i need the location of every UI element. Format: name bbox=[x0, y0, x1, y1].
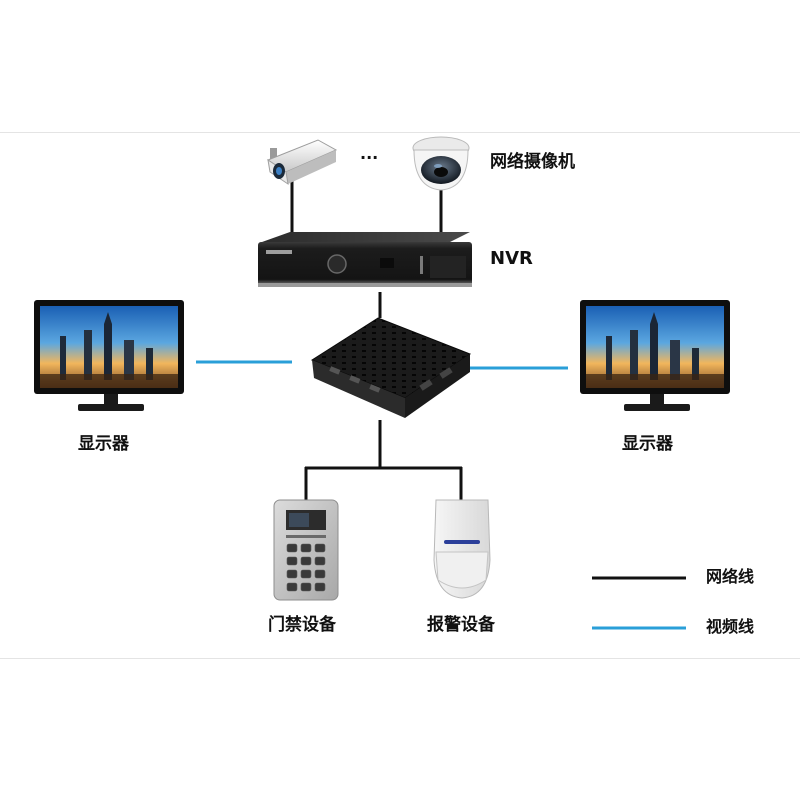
ip-camera-label: 网络摄像机 bbox=[490, 152, 575, 172]
monitor-right-label: 显示器 bbox=[622, 434, 673, 454]
top-divider bbox=[0, 132, 800, 133]
monitor-left-icon bbox=[34, 300, 184, 411]
access-control-panel-icon bbox=[273, 499, 339, 601]
network-line-switch-devices bbox=[304, 420, 463, 500]
network-switch-icon bbox=[310, 317, 472, 418]
ellipsis-label: ··· bbox=[360, 148, 379, 167]
legend-video-line-label: 视频线 bbox=[706, 617, 755, 636]
legend-network-line-label: 网络线 bbox=[706, 567, 755, 586]
alarm-device-label: 报警设备 bbox=[427, 615, 495, 635]
monitor-left-label: 显示器 bbox=[78, 434, 129, 454]
monitor-right-icon bbox=[580, 300, 730, 411]
bottom-divider bbox=[0, 658, 800, 659]
nvr-device-icon bbox=[258, 232, 472, 287]
dome-camera-icon bbox=[412, 136, 470, 191]
nvr-label: NVR bbox=[490, 248, 533, 269]
alarm-detector-icon bbox=[433, 499, 491, 599]
bullet-camera-icon bbox=[266, 139, 338, 186]
access-control-label: 门禁设备 bbox=[268, 615, 336, 635]
